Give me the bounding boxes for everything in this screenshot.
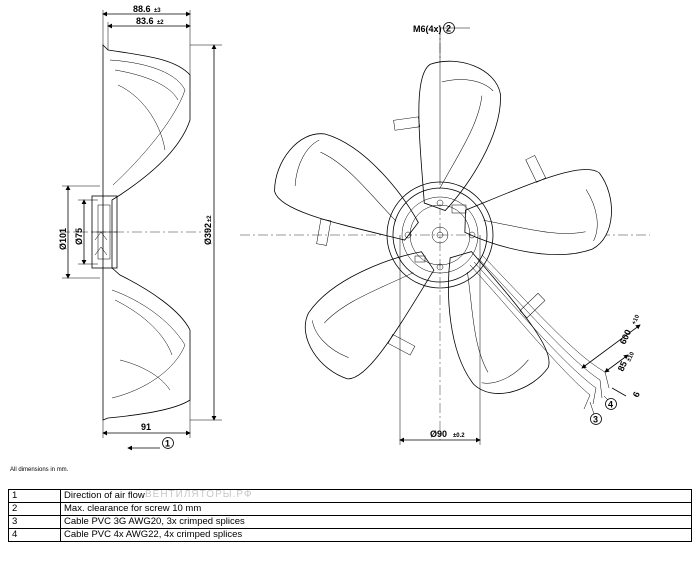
side-view: 88.6 ±3 83.6 ±2 Ø101 Ø75 Ø392 ±2 91 1 xyxy=(58,4,222,451)
depth-total-value: 88.6 xyxy=(133,4,151,14)
cable-85-value: 85 xyxy=(616,360,629,373)
callout-cable-pvc3: 3 xyxy=(593,415,598,425)
front-view: M6(4x) 2 Ø90 ±0.2 600 +10 85 ±10 6 3 4 xyxy=(240,22,650,445)
cable-85-tol: ±10 xyxy=(626,351,636,363)
legend-num: 3 xyxy=(8,515,61,529)
cable-600-value: 600 xyxy=(618,328,633,346)
callout-airflow: 1 xyxy=(165,439,170,449)
legend-row: 1 Direction of air flow xyxy=(8,489,692,503)
legend-text: Cable PVC 4x AWG22, 4x crimped splices xyxy=(60,528,692,542)
legend-num: 4 xyxy=(8,528,61,542)
watermark: ВЕНТИЛЯТОРЫ.РФ xyxy=(145,489,253,500)
legend-table: 1 Direction of air flow 2 Max. clearance… xyxy=(8,489,692,542)
cable-600-tol: +10 xyxy=(631,313,641,325)
legend-text: Cable PVC 3G AWG20, 3x crimped splices xyxy=(60,515,692,529)
bolt-circle-value: Ø90 xyxy=(430,429,447,439)
hub-dia-value: Ø101 xyxy=(58,228,68,250)
screw-value: M6(4x) xyxy=(413,24,442,34)
callout-screw: 2 xyxy=(446,24,451,34)
legend-num: 2 xyxy=(8,502,61,516)
legend-row: 2 Max. clearance for screw 10 mm xyxy=(8,502,692,516)
callout-cable-pvc4: 4 xyxy=(608,400,613,410)
legend-text: Max. clearance for screw 10 mm xyxy=(60,502,692,516)
fan-dimension-drawing: 88.6 ±3 83.6 ±2 Ø101 Ø75 Ø392 ±2 91 1 xyxy=(58,4,650,451)
legend-row: 4 Cable PVC 4x AWG22, 4x crimped splices xyxy=(8,528,692,542)
dimensions-note: All dimensions in mm. xyxy=(10,467,69,473)
depth-blade-tol: ±2 xyxy=(157,20,164,26)
fan-dia-tol: ±2 xyxy=(207,215,213,222)
legend-row: 3 Cable PVC 3G AWG20, 3x crimped splices xyxy=(8,515,692,529)
depth-total-tol: ±3 xyxy=(154,8,161,14)
depth-blade-value: 83.6 xyxy=(136,16,154,26)
length-91-value: 91 xyxy=(141,422,151,432)
fan-dia-value: Ø392 xyxy=(203,223,213,245)
legend-num: 1 xyxy=(8,489,61,503)
bolt-circle-tol: ±0.2 xyxy=(453,433,465,439)
shaft-dia-value: Ø75 xyxy=(74,228,84,245)
cable-6-value: 6 xyxy=(631,390,642,399)
